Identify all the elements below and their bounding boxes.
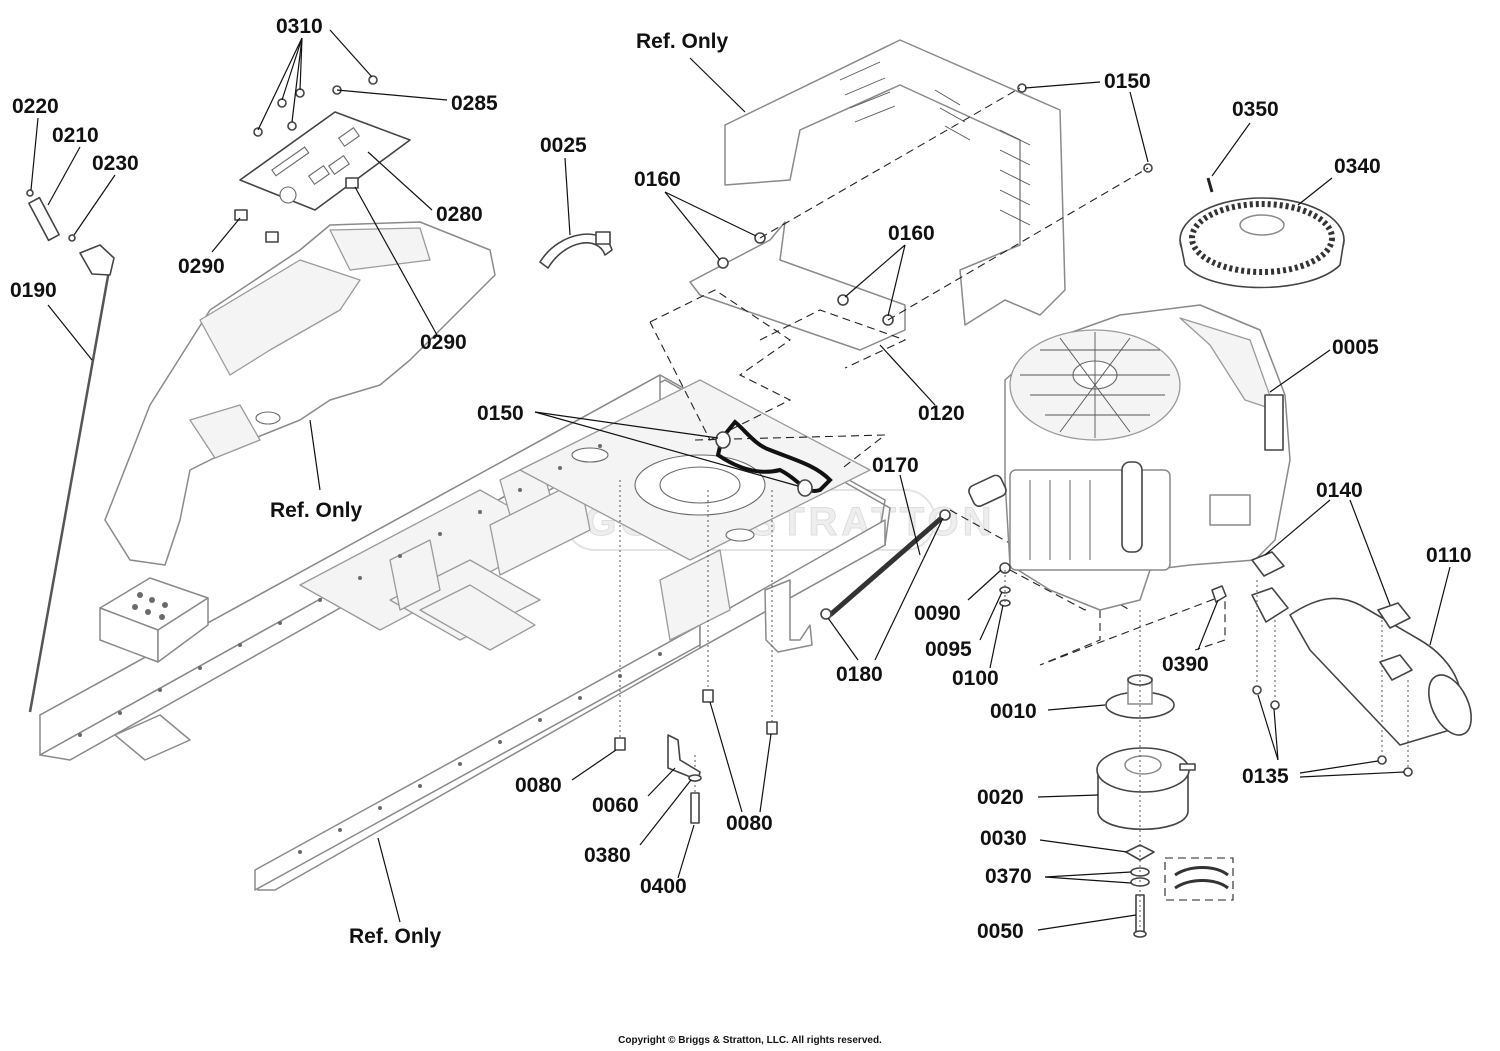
callout-ref-only-frame: Ref. Only bbox=[349, 925, 442, 948]
callout-0340: 0340 bbox=[1334, 155, 1381, 178]
callout-0290-right: 0290 bbox=[420, 331, 467, 354]
bracket-0060 bbox=[667, 734, 701, 781]
washer-detail-a bbox=[1174, 866, 1229, 877]
fuel-hose bbox=[715, 419, 833, 493]
callout-0005: 0005 bbox=[1332, 336, 1379, 359]
hose-end-b bbox=[797, 479, 813, 497]
leader-lines bbox=[30, 29, 1451, 931]
linkage-bracket bbox=[79, 244, 115, 276]
fuel-line-0170 bbox=[828, 513, 947, 617]
washer-detail-box bbox=[1164, 857, 1234, 901]
key-0030 bbox=[1125, 844, 1155, 861]
clip-0180-b bbox=[939, 509, 951, 521]
callout-0170: 0170 bbox=[872, 454, 919, 477]
callout-ref-only-shroud: Ref. Only bbox=[636, 30, 729, 53]
copyright-notice: Copyright © Briggs & Stratton, LLC. All … bbox=[618, 1035, 882, 1046]
callout-0030: 0030 bbox=[980, 827, 1027, 850]
callout-0370: 0370 bbox=[985, 865, 1032, 888]
bolts-0080 bbox=[614, 689, 778, 751]
callout-0080-right: 0080 bbox=[726, 812, 773, 835]
pin-0230 bbox=[68, 234, 76, 242]
callout-0160-right: 0160 bbox=[888, 222, 935, 245]
callout-0290-left: 0290 bbox=[178, 255, 225, 278]
callout-0050: 0050 bbox=[977, 920, 1024, 943]
callout-0010: 0010 bbox=[990, 700, 1037, 723]
nuts-0135 bbox=[1252, 685, 1413, 777]
fender-body bbox=[104, 221, 496, 566]
nut-0160-c bbox=[837, 294, 849, 306]
screw-0350 bbox=[1206, 177, 1214, 193]
muffler-0110 bbox=[1289, 597, 1472, 746]
hose-clamp bbox=[539, 233, 613, 269]
callout-0230: 0230 bbox=[92, 152, 139, 175]
screws-0310 bbox=[253, 75, 378, 137]
bolt-0050-head bbox=[1133, 930, 1147, 938]
callout-0310: 0310 bbox=[276, 15, 323, 38]
nut-0160-b bbox=[717, 257, 729, 269]
callout-0220: 0220 bbox=[12, 95, 59, 118]
clip-c bbox=[345, 177, 359, 189]
callout-0120: 0120 bbox=[918, 402, 965, 425]
clip-a bbox=[234, 209, 248, 221]
callout-0110: 0110 bbox=[1426, 544, 1472, 567]
callout-0100: 0100 bbox=[952, 667, 999, 690]
callout-0160-left: 0160 bbox=[634, 168, 681, 191]
callout-0135: 0135 bbox=[1242, 765, 1289, 788]
callout-0280: 0280 bbox=[436, 203, 483, 226]
callout-0400: 0400 bbox=[640, 875, 687, 898]
callout-0190: 0190 bbox=[10, 279, 57, 302]
bolt-0090 bbox=[999, 562, 1011, 574]
callout-0060: 0060 bbox=[592, 794, 639, 817]
pin-0220 bbox=[26, 189, 34, 197]
callout-0210: 0210 bbox=[52, 124, 99, 147]
screw-0150-b bbox=[1143, 163, 1153, 173]
callout-0090: 0090 bbox=[914, 602, 961, 625]
callout-ref-only-fender: Ref. Only bbox=[270, 499, 363, 522]
baffle-plate bbox=[689, 221, 906, 351]
callout-0020: 0020 bbox=[977, 786, 1024, 809]
nut-0390 bbox=[1211, 585, 1227, 603]
fuel-filter bbox=[968, 474, 1007, 507]
control-pedal-panel bbox=[99, 577, 209, 663]
washer-detail-b bbox=[1174, 879, 1229, 890]
engine-assembly bbox=[1004, 304, 1291, 611]
bolt-0400 bbox=[690, 792, 700, 824]
pto-clutch-0020 bbox=[1096, 747, 1196, 831]
callout-0285: 0285 bbox=[451, 92, 498, 115]
callout-0380: 0380 bbox=[584, 844, 631, 867]
callout-0350: 0350 bbox=[1232, 98, 1279, 121]
hose-end-a bbox=[715, 431, 731, 449]
dash-plate bbox=[239, 111, 411, 211]
exhaust-flange bbox=[1251, 587, 1289, 623]
clip-b bbox=[265, 231, 279, 243]
clip-0180 bbox=[820, 608, 832, 620]
callout-0390: 0390 bbox=[1162, 653, 1209, 676]
callout-0180: 0180 bbox=[836, 663, 883, 686]
clamp-tab bbox=[595, 231, 611, 245]
callout-0025: 0025 bbox=[540, 134, 587, 157]
choke-rod bbox=[28, 264, 112, 713]
handle-knob bbox=[28, 196, 60, 242]
callout-0080-left: 0080 bbox=[515, 774, 562, 797]
callout-0095: 0095 bbox=[925, 638, 972, 661]
fan-screen-0340 bbox=[1179, 197, 1345, 289]
washer-0380 bbox=[688, 774, 702, 782]
callout-0140: 0140 bbox=[1316, 479, 1363, 502]
chassis-frame bbox=[39, 374, 891, 891]
callout-0150-top: 0150 bbox=[1104, 70, 1151, 93]
callout-0150-mid: 0150 bbox=[477, 402, 524, 425]
callout-labels: 0310 0285 0220 0210 0230 0280 0290 0290 … bbox=[10, 15, 1472, 948]
